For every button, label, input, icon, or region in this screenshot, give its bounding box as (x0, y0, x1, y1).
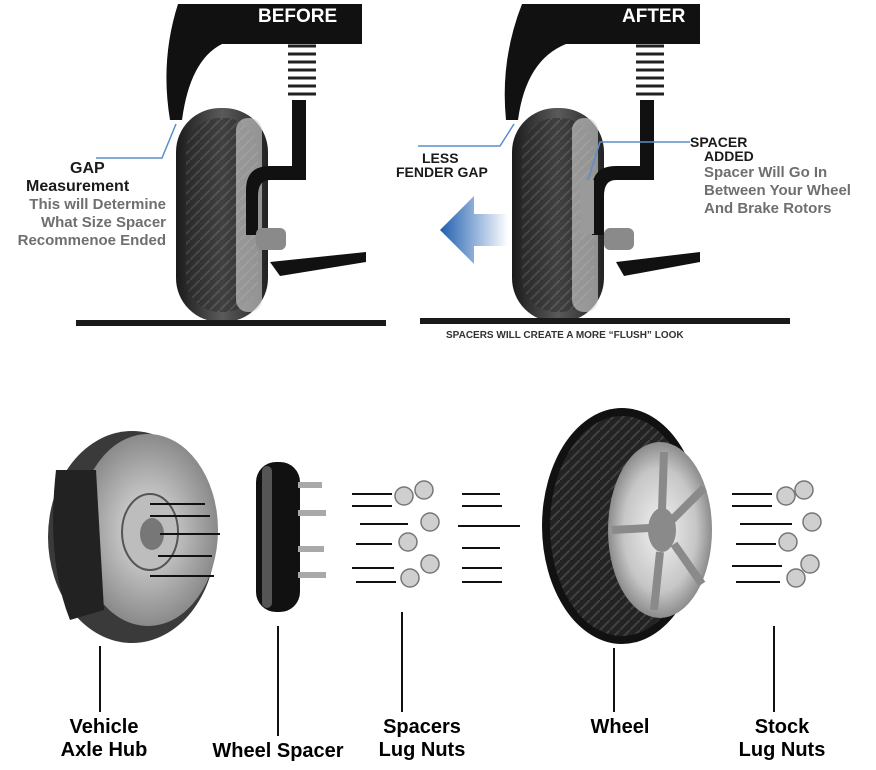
before-knuckle (246, 100, 306, 235)
gap-title-1: GAP (70, 160, 105, 177)
label-spacer-lug-nuts: Spacers Lug Nuts (362, 716, 482, 762)
less-gap-2: FENDER GAP (396, 164, 488, 180)
spacer-lug-nuts-art (352, 480, 520, 588)
label-spacer-lug-nuts-2: Lug Nuts (378, 739, 466, 761)
before-header: BEFORE (258, 6, 338, 27)
after-fender (504, 4, 700, 120)
spacer-leader (587, 141, 690, 181)
stock-lug-nuts-art (732, 480, 822, 588)
before-panel (76, 4, 386, 326)
label-axle-hub-1: Vehicle (69, 716, 139, 738)
blue-arrow-icon (440, 196, 508, 264)
gap-note-3: Recommenoe Ended (17, 232, 166, 249)
label-spacer-lug-nuts-1: Spacers (383, 716, 461, 738)
wheel-spacer-art (256, 462, 326, 612)
spacer-note-3: And Brake Rotors (704, 200, 832, 217)
label-stock-lug-nuts-1: Stock (754, 716, 810, 738)
label-stock-lug-nuts: Stock Lug Nuts (722, 716, 842, 762)
label-axle-hub: Vehicle Axle Hub (44, 716, 164, 762)
gap-title-2: Measurement (26, 178, 130, 195)
axle-hub-art (48, 431, 220, 643)
label-wheel: Wheel (590, 716, 650, 738)
after-knuckle (592, 100, 654, 235)
after-header: AFTER (622, 6, 686, 27)
spacer-note-2: Between Your Wheel (704, 182, 851, 199)
less-gap-leader (418, 123, 515, 147)
less-gap-1: LESS (422, 150, 459, 166)
after-panel (418, 4, 790, 324)
gap-note-1: This will Determine (29, 196, 166, 213)
label-wheel-spacer: Wheel Spacer (212, 740, 344, 762)
after-spacer (580, 180, 594, 234)
after-spring (636, 44, 664, 96)
gap-note-2: What Size Spacer (40, 214, 166, 231)
before-fender (166, 4, 362, 120)
spacer-added-2: ADDED (704, 148, 754, 164)
pointer-lines (99, 612, 775, 736)
flush-caption: SPACERS WILL CREATE A MORE “FLUSH” LOOK (446, 330, 684, 341)
before-spring (288, 44, 316, 96)
label-axle-hub-2: Axle Hub (60, 739, 148, 761)
gap-leader (96, 123, 177, 159)
spacer-added-1: SPACER (690, 134, 748, 150)
label-stock-lug-nuts-2: Lug Nuts (738, 739, 826, 761)
spacer-note-1: Spacer Will Go In (704, 164, 828, 181)
wheel-art (542, 408, 712, 644)
